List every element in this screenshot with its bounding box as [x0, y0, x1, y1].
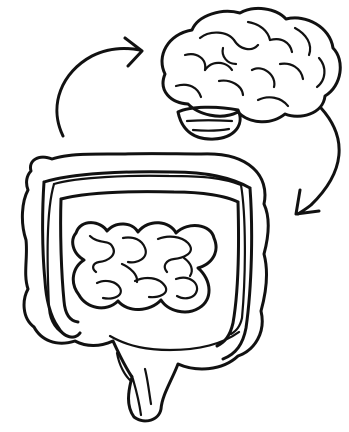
arrow-brain-to-intestine [296, 108, 339, 214]
arrow-intestine-to-brain [57, 38, 142, 136]
cerebellum [178, 107, 240, 139]
intestine-icon [22, 154, 268, 421]
brain-icon [162, 8, 340, 139]
large-intestine [22, 154, 268, 421]
